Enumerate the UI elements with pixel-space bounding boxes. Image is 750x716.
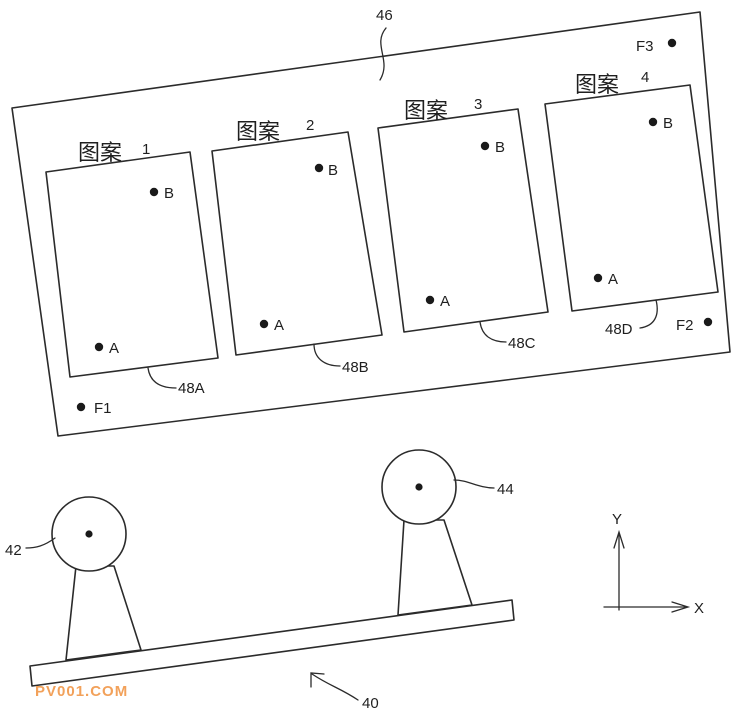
pattern-48b-leader <box>313 343 341 367</box>
pattern-48c-leader <box>479 321 507 343</box>
pattern-2-point-b-dot <box>314 163 324 173</box>
substrate-outline <box>11 11 731 437</box>
pattern-1-point-b-dot <box>149 187 159 197</box>
pattern-4-title: 图案 <box>575 73 619 98</box>
fiducial-f3-label: F3 <box>636 38 654 55</box>
stage-leader <box>311 673 359 701</box>
pattern-48b-outline <box>211 131 383 356</box>
pattern-3-point-b-dot <box>480 141 490 151</box>
pattern-48a-outline <box>45 151 219 378</box>
pattern-48d-outline <box>544 84 719 312</box>
right-sensor-leader <box>453 479 495 489</box>
pattern-48d: 图案 4 B A 48D <box>544 69 719 338</box>
stage-leader-arrowhead <box>310 672 325 688</box>
right-sensor-support <box>397 519 473 616</box>
pattern-4-point-b-label: B <box>663 115 673 132</box>
right-sensor-ref-label: 44 <box>497 481 514 498</box>
fiducial-f1-dot <box>76 402 86 412</box>
y-axis-label: Y <box>612 511 622 528</box>
pattern-48b: 图案 2 B A 48B <box>211 117 383 376</box>
pattern-48a: 图案 1 B A 48A <box>45 141 219 397</box>
pattern-2-point-b-label: B <box>328 162 338 179</box>
pattern-48c-outline <box>377 108 549 333</box>
pattern-4-point-a-dot <box>593 273 603 283</box>
y-axis-arrowhead <box>613 529 625 549</box>
pattern-1-point-b-label: B <box>164 185 174 202</box>
pattern-4-point-b-dot <box>648 117 658 127</box>
pattern-3-point-a-label: A <box>440 293 450 310</box>
left-sensor-ref-label: 42 <box>5 542 22 559</box>
stage-ref-label: 40 <box>362 695 379 712</box>
left-sensor-center-dot <box>85 530 93 538</box>
pattern-2-title: 图案 <box>236 120 280 145</box>
watermark-text: PV001.COM <box>35 683 128 700</box>
pattern-48a-leader <box>147 367 177 389</box>
pattern-48d-ref-label: 48D <box>605 321 633 338</box>
pattern-48c: 图案 3 B A 48C <box>377 96 549 352</box>
pattern-48d-leader <box>639 299 658 329</box>
pattern-3-number: 3 <box>474 96 482 113</box>
x-axis-label: X <box>694 600 704 617</box>
pattern-1-point-a-label: A <box>109 340 119 357</box>
pattern-4-number: 4 <box>641 69 649 86</box>
x-axis-arrowhead <box>671 601 691 613</box>
pattern-1-point-a-dot <box>94 342 104 352</box>
pattern-48b-ref-label: 48B <box>342 359 369 376</box>
pattern-2-point-a-dot <box>259 319 269 329</box>
pattern-3-point-b-label: B <box>495 139 505 156</box>
left-sensor-leader <box>25 537 56 549</box>
right-sensor-center-dot <box>415 483 423 491</box>
pattern-2-number: 2 <box>306 117 314 134</box>
stage-platform <box>29 599 515 687</box>
substrate-leader <box>379 27 387 81</box>
pattern-48a-ref-label: 48A <box>178 380 205 397</box>
fiducial-f2-dot <box>703 317 713 327</box>
pattern-2-point-a-label: A <box>274 317 284 334</box>
pattern-1-title: 图案 <box>78 141 122 166</box>
fiducial-f2-label: F2 <box>676 317 694 334</box>
fiducial-f1-label: F1 <box>94 400 112 417</box>
fiducial-f3-dot <box>667 38 677 48</box>
left-sensor-support <box>65 565 142 661</box>
pattern-1-number: 1 <box>142 141 150 158</box>
pattern-3-title: 图案 <box>404 99 448 124</box>
pattern-4-point-a-label: A <box>608 271 618 288</box>
pattern-3-point-a-dot <box>425 295 435 305</box>
substrate-ref-label: 46 <box>376 7 393 24</box>
pattern-48c-ref-label: 48C <box>508 335 536 352</box>
